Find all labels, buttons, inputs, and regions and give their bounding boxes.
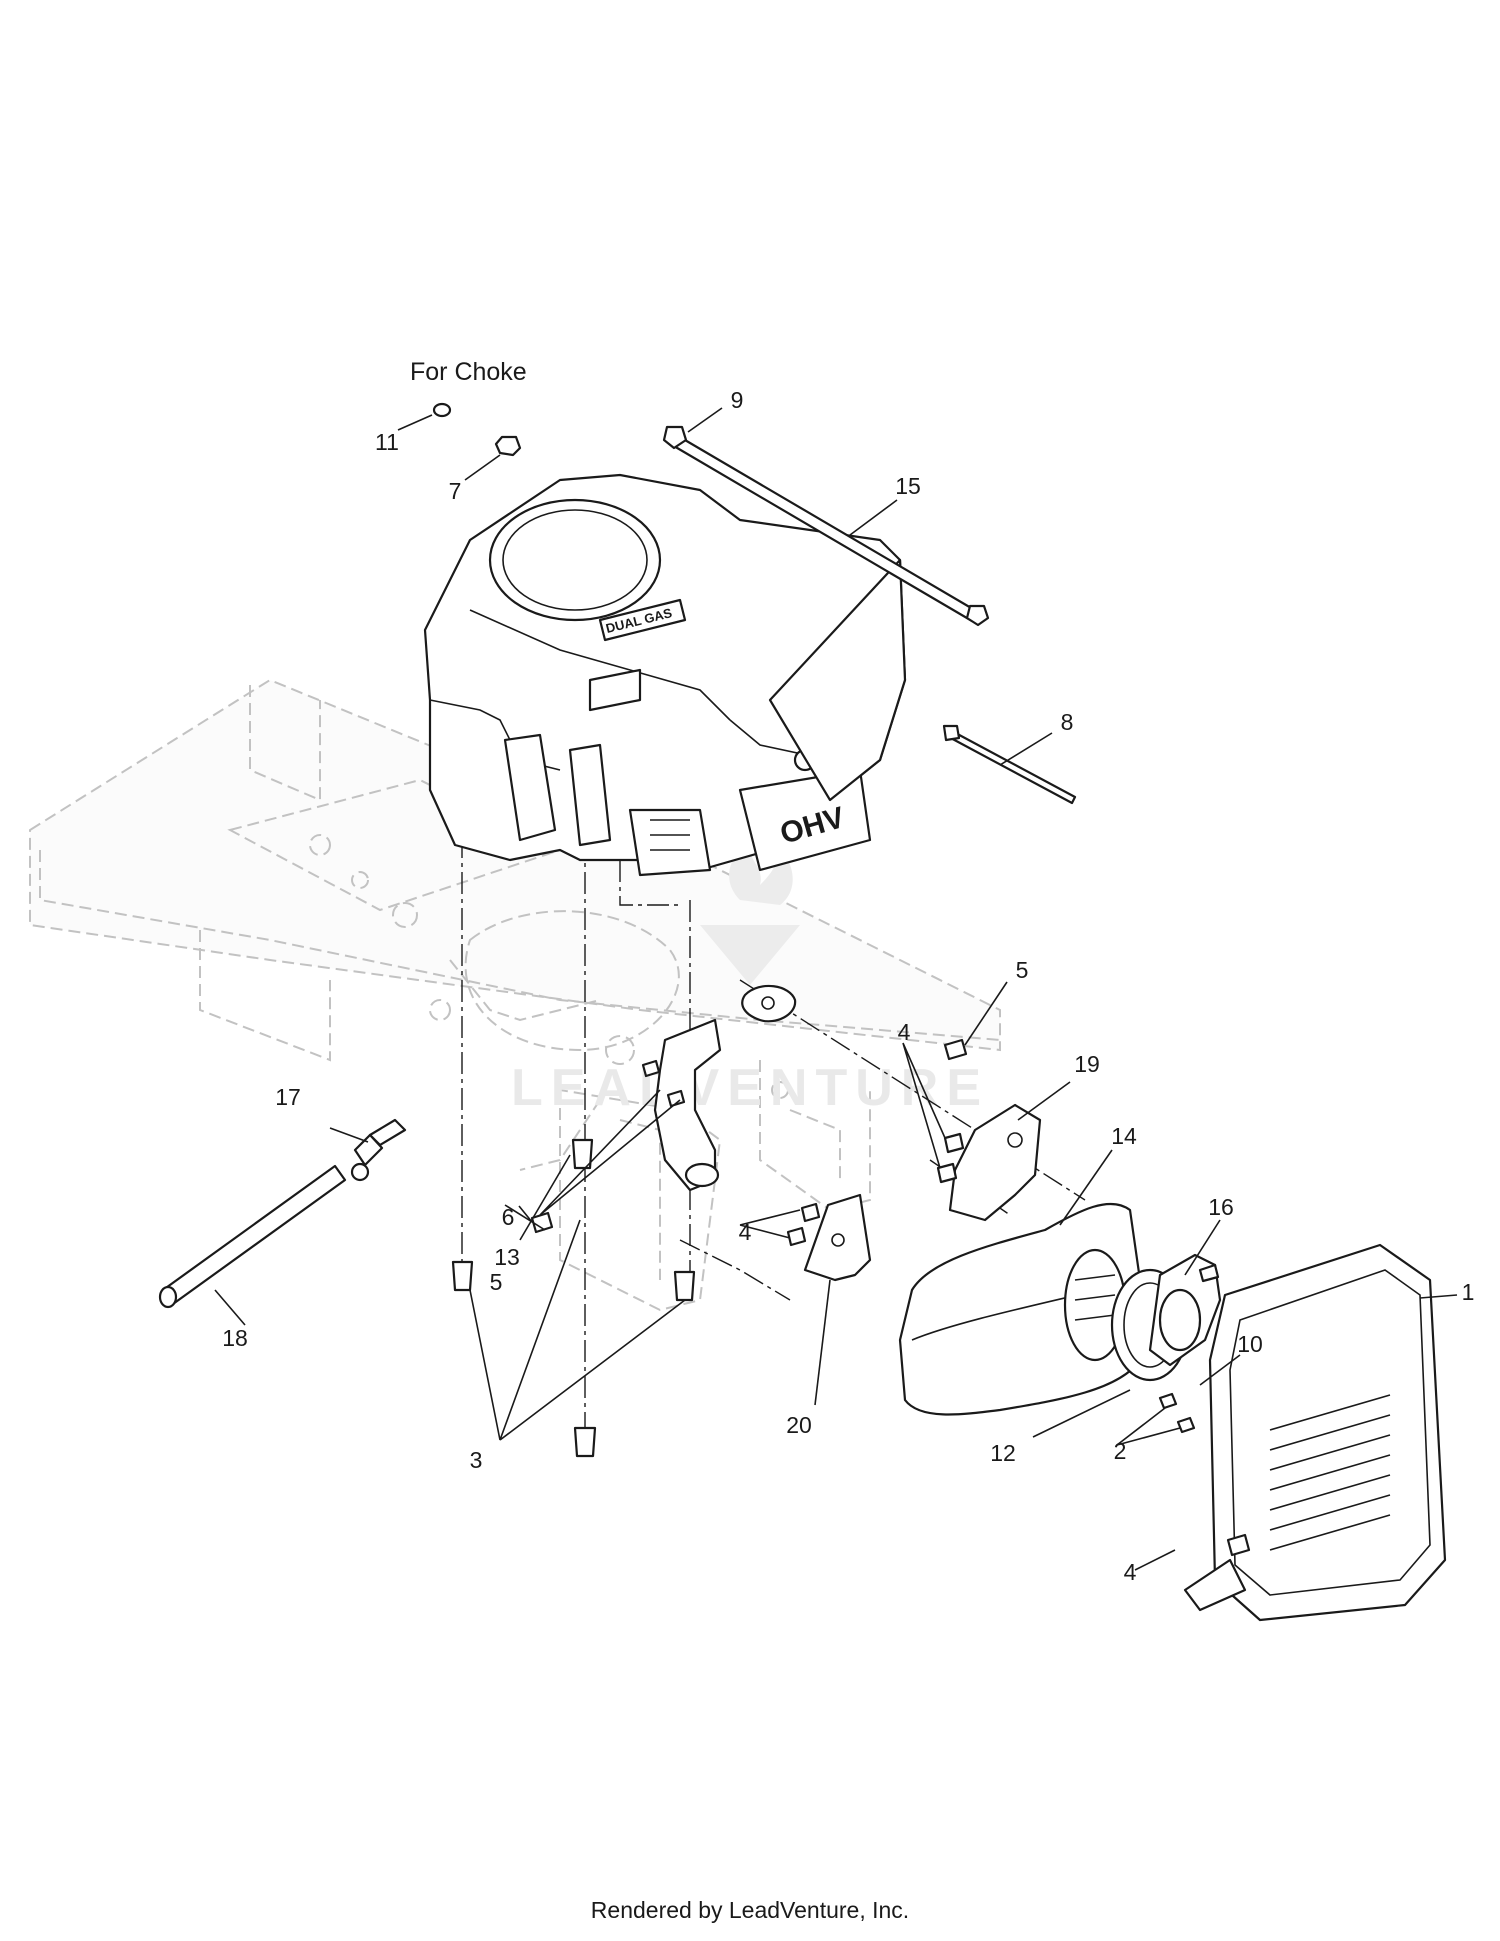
muffler-guard-1 <box>1183 1243 1447 1622</box>
exhaust-pipe-13 <box>653 984 797 1192</box>
cable-tie-8 <box>942 724 1077 805</box>
callout-leader-lines <box>214 407 1458 1571</box>
callout-5-lower: 5 <box>490 1269 503 1295</box>
fuel-line-18 <box>158 1164 347 1309</box>
callout-labels: 1 2 3 4 4 4 5 5 6 7 8 9 10 11 12 13 14 1… <box>222 387 1474 1585</box>
choke-washer-11 <box>432 402 452 418</box>
flange-bolts-5 <box>530 1038 968 1234</box>
callout-19: 19 <box>1074 1051 1100 1077</box>
throttle-rod-15 <box>662 425 990 627</box>
callout-4-middle: 4 <box>739 1219 752 1245</box>
callout-2: 2 <box>1114 1438 1127 1464</box>
frame-bolts-3 <box>451 1138 696 1458</box>
nuts-4 <box>786 1132 965 1247</box>
callout-16: 16 <box>1208 1194 1234 1220</box>
screws-2-and-10 <box>1158 1263 1220 1434</box>
callout-4-lower: 4 <box>1124 1559 1137 1585</box>
callout-13: 13 <box>494 1244 520 1270</box>
callout-7: 7 <box>449 478 462 504</box>
callout-3: 3 <box>470 1447 483 1473</box>
callout-12: 12 <box>990 1440 1016 1466</box>
callout-1: 1 <box>1462 1279 1475 1305</box>
callout-15: 15 <box>895 473 921 499</box>
callout-8: 8 <box>1061 709 1074 735</box>
callout-5-upper: 5 <box>1016 957 1029 983</box>
watermark-text: LEADVENTURE <box>511 1059 989 1117</box>
callout-10: 10 <box>1237 1331 1263 1357</box>
choke-nut-7 <box>494 435 522 457</box>
callout-9: 9 <box>731 387 744 413</box>
callout-14: 14 <box>1111 1123 1137 1149</box>
callout-6: 6 <box>502 1204 515 1230</box>
footer-credit: Rendered by LeadVenture, Inc. <box>590 1897 910 1923</box>
muffler-14 <box>898 1202 1142 1416</box>
engine: DUAL GAS OHV <box>423 473 907 877</box>
callout-20: 20 <box>786 1412 812 1438</box>
muffler-bracket-20 <box>803 1193 872 1282</box>
for-choke-note: For Choke <box>410 358 527 386</box>
callout-11: 11 <box>375 429 399 455</box>
exhaust-bolts-6 <box>641 1059 686 1108</box>
callout-17: 17 <box>275 1084 301 1110</box>
muffler-bracket-19 <box>948 1103 1042 1222</box>
watermark: LEADVENTURE <box>511 840 989 1117</box>
spark-arrestor-16 <box>1148 1253 1222 1367</box>
callout-18: 18 <box>222 1325 248 1351</box>
callout-4-upper: 4 <box>898 1019 911 1045</box>
fuel-filter-17 <box>350 1118 407 1182</box>
